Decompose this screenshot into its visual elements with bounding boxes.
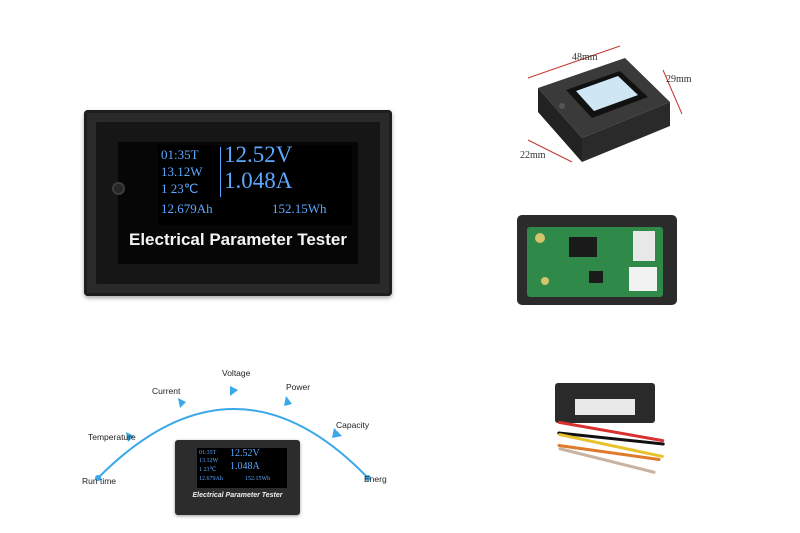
dimension-photo: 48mm 29mm 22mm bbox=[520, 40, 700, 180]
arc-endpoint-left bbox=[95, 475, 101, 481]
feature-temperature: Temperature bbox=[88, 432, 136, 442]
arc-arrow-icon bbox=[284, 396, 292, 406]
feature-voltage: Voltage bbox=[222, 368, 251, 378]
feature-current: Current bbox=[152, 386, 181, 396]
oled-screen: 01:35T 13.12W 1 23℃ 12.679Ah 12.52V 1.04… bbox=[158, 142, 352, 225]
oled-capacity: 12.679Ah bbox=[161, 201, 213, 216]
oled-temperature: 1 23℃ bbox=[161, 181, 199, 196]
arc-arrow-icon bbox=[332, 428, 342, 438]
oled-power: 13.12W bbox=[161, 164, 203, 179]
meter-label: Electrical Parameter Tester bbox=[129, 230, 347, 249]
wire-harness-photo bbox=[545, 375, 675, 495]
feature-arc-section: Run time Temperature Current Voltage Pow… bbox=[80, 360, 390, 520]
small-meter-photo: 01:35T 13.12W 1 23℃ 12.679Ah 12.52V 1.04… bbox=[175, 440, 300, 515]
meter-front-panel: 01:35T 13.12W 1 23℃ 12.679Ah 12.52V 1.04… bbox=[112, 142, 358, 264]
feature-energy: Energ bbox=[364, 474, 387, 484]
oled-divider bbox=[220, 147, 221, 197]
meter-front-face bbox=[582, 102, 670, 162]
pcb-photo bbox=[517, 215, 677, 305]
meter-left-face bbox=[538, 88, 582, 162]
dimension-drawing bbox=[527, 45, 683, 163]
arc-arrow-icon bbox=[178, 398, 186, 408]
meter-button-small bbox=[559, 103, 565, 109]
small-oled-energy: 152.15Wh bbox=[245, 476, 271, 482]
connector-top bbox=[633, 231, 655, 261]
depth-dimension-line bbox=[527, 139, 573, 163]
solder-pad bbox=[535, 233, 545, 243]
feature-arc bbox=[95, 386, 371, 481]
oled-time: 01:35T bbox=[161, 147, 199, 162]
feature-power: Power bbox=[286, 382, 311, 392]
oled-voltage: 12.52V bbox=[224, 142, 293, 167]
arc-arrow-icon bbox=[126, 432, 134, 442]
small-meter-label: Electrical Parameter Tester bbox=[192, 492, 283, 499]
small-oled-time: 01:35T bbox=[199, 450, 217, 456]
height-label: 29mm bbox=[666, 74, 692, 85]
arc-line bbox=[97, 408, 369, 479]
width-dimension-line bbox=[527, 45, 621, 79]
back-connector bbox=[575, 399, 635, 415]
feature-run-time: Run time bbox=[82, 476, 117, 486]
small-oled-voltage: 12.52V bbox=[230, 448, 260, 459]
feature-capacity: Capacity bbox=[336, 420, 370, 430]
arc-arrow-icon bbox=[230, 386, 238, 396]
main-meter-photo: 01:35T 13.12W 1 23℃ 12.679Ah 12.52V 1.04… bbox=[84, 110, 392, 296]
ic-chip-small bbox=[589, 271, 603, 283]
meter-button bbox=[112, 182, 125, 195]
connector-bottom bbox=[629, 267, 657, 291]
arc-endpoint-right bbox=[365, 475, 371, 481]
pcb-board bbox=[527, 227, 663, 297]
oled-energy: 152.15Wh bbox=[272, 201, 327, 216]
oled-current: 1.048A bbox=[224, 168, 293, 193]
width-label: 48mm bbox=[572, 52, 598, 63]
solder-pad bbox=[541, 277, 549, 285]
ic-chip bbox=[569, 237, 597, 257]
small-oled-capacity: 12.679Ah bbox=[199, 476, 223, 482]
meter-screen-glare bbox=[576, 76, 638, 111]
depth-label: 22mm bbox=[520, 150, 546, 161]
small-oled-temperature: 1 23℃ bbox=[199, 467, 217, 473]
small-oled-power: 13.12W bbox=[199, 458, 219, 464]
height-dimension-line bbox=[662, 69, 683, 115]
small-oled-current: 1.048A bbox=[230, 461, 260, 472]
small-oled-screen: 01:35T 13.12W 1 23℃ 12.679Ah 12.52V 1.04… bbox=[197, 448, 287, 488]
